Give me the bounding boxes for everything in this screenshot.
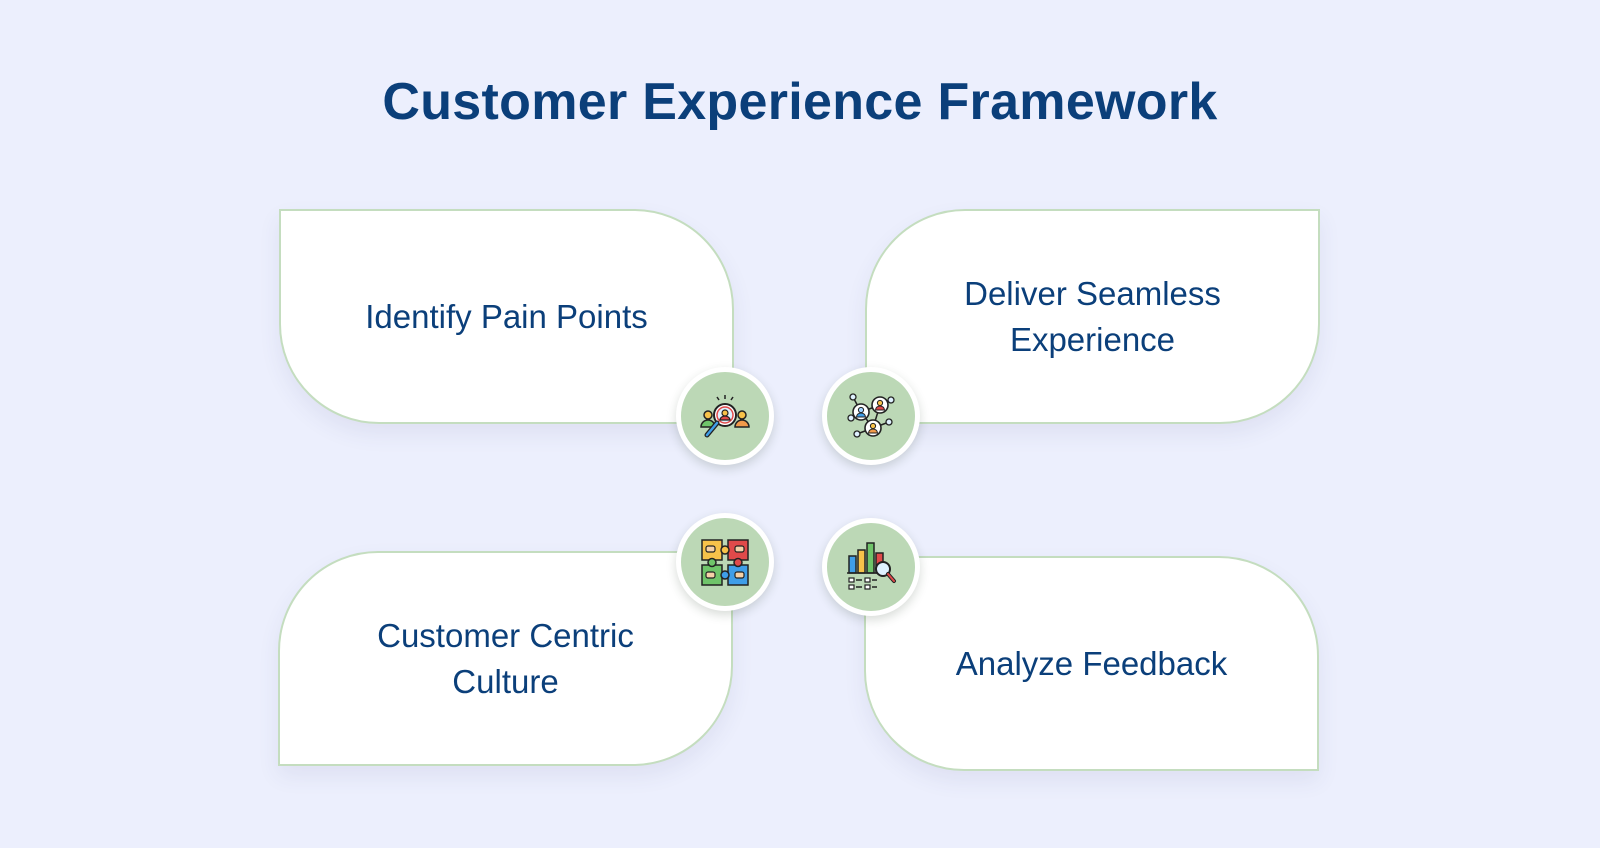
card-deliver-seamless-experience: Deliver Seamless Experience (865, 209, 1320, 424)
card-label: Customer Centric Culture (377, 616, 634, 700)
card-customer-centric-culture: Customer Centric Culture (278, 551, 733, 766)
card-identify-pain-points: Identify Pain Points (279, 209, 734, 424)
badge-analyze-feedback (822, 518, 920, 616)
network-icon (847, 393, 895, 438)
page-title: Customer Experience Framework (382, 73, 1218, 131)
badge-deliver-seamless-experience (822, 367, 920, 465)
badge-customer-centric-culture (676, 513, 774, 611)
card-analyze-feedback: Analyze Feedback (864, 556, 1319, 771)
card-label: Deliver Seamless Experience (964, 274, 1221, 358)
puzzle-hands-icon (701, 539, 749, 586)
card-label: Analyze Feedback (955, 644, 1228, 682)
search-people-icon (700, 395, 750, 438)
badge-identify-pain-points (676, 367, 774, 465)
card-label: Identify Pain Points (365, 297, 648, 335)
chart-analysis-icon (847, 542, 896, 590)
